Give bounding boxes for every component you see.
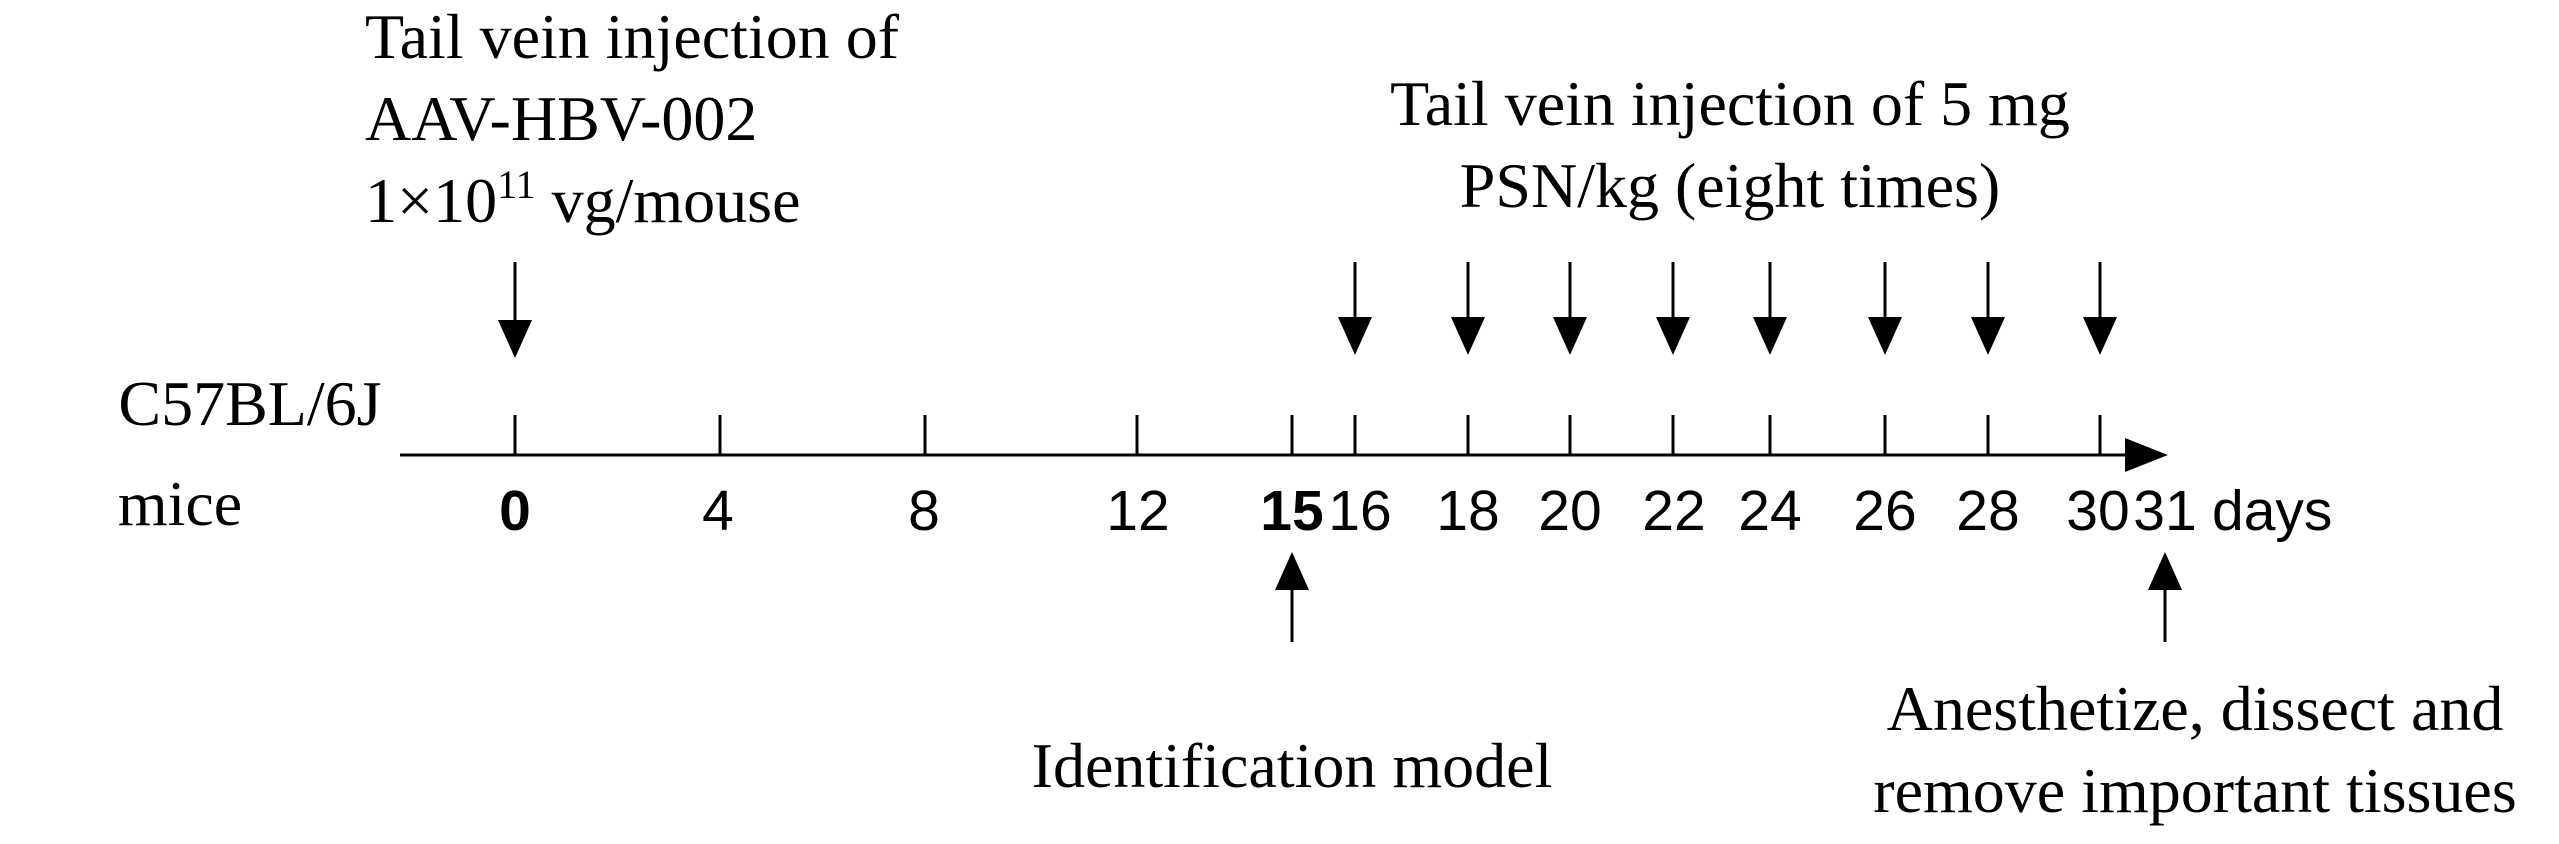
tick-label-day-24: 24 [1738, 479, 1801, 543]
identification-model-label: Identification model [1032, 730, 1553, 801]
endpoint-arrow [2148, 552, 2182, 642]
tick-label-day-16: 16 [1328, 479, 1391, 543]
tick-label-day-15: 15 [1260, 479, 1323, 543]
tick-label-day-0: 0 [499, 479, 531, 543]
days-unit-label: days [2212, 479, 2332, 543]
tick-label-day-31: 31 [2133, 479, 2196, 543]
tick-label-day-20: 20 [1538, 479, 1601, 543]
subject-label-line1: C57BL/6J [118, 368, 381, 439]
dose-exponent: 11 [497, 162, 536, 207]
endpoint-line2: remove important tissues [1873, 755, 2516, 826]
first-injection-arrow [498, 262, 532, 358]
psn-injection-arrow-day-26 [1868, 262, 1902, 355]
first-injection-dose: 1×1011 vg/mouse [365, 162, 800, 236]
first-injection-line1: Tail vein injection of [365, 1, 900, 72]
psn-injection-arrow-day-20 [1553, 262, 1587, 355]
timeline-ticks [513, 415, 2102, 455]
dose-suffix: vg/mouse [536, 165, 801, 236]
psn-injection-arrow-day-24 [1753, 262, 1787, 355]
psn-injection-line2: PSN/kg (eight times) [1460, 150, 2000, 221]
tick-label-day-22: 22 [1642, 479, 1705, 543]
tick-label-day-18: 18 [1436, 479, 1499, 543]
psn-injection-arrow-day-28 [1971, 262, 2005, 355]
timeline-arrowhead [2125, 438, 2168, 472]
psn-injection-arrow-day-18 [1451, 262, 1485, 355]
psn-injection-arrow-day-16 [1338, 262, 1372, 355]
psn-injection-label: Tail vein injection of 5 mg PSN/kg (eigh… [1390, 68, 2070, 221]
tick-label-day-26: 26 [1853, 479, 1916, 543]
tick-label-day-4: 4 [702, 479, 734, 543]
dose-prefix: 1×10 [365, 165, 497, 236]
subject-label-line2: mice [118, 468, 242, 539]
psn-injection-arrow-day-30 [2083, 262, 2117, 355]
endpoint-label: Anesthetize, dissect and remove importan… [1873, 673, 2516, 826]
psn-injection-arrow-day-22 [1656, 262, 1690, 355]
tick-label-day-12: 12 [1106, 479, 1169, 543]
endpoint-line1: Anesthetize, dissect and [1887, 673, 2504, 744]
identification-arrow [1275, 552, 1309, 642]
tick-label-day-30: 30 [2066, 479, 2129, 543]
tick-label-day-8: 8 [908, 479, 940, 543]
psn-injection-line1: Tail vein injection of 5 mg [1390, 68, 2070, 139]
first-injection-label: Tail vein injection of AAV-HBV-002 1×101… [365, 1, 900, 236]
tick-label-day-28: 28 [1956, 479, 2019, 543]
first-injection-line2: AAV-HBV-002 [365, 83, 757, 154]
event-arrows [498, 262, 2182, 642]
